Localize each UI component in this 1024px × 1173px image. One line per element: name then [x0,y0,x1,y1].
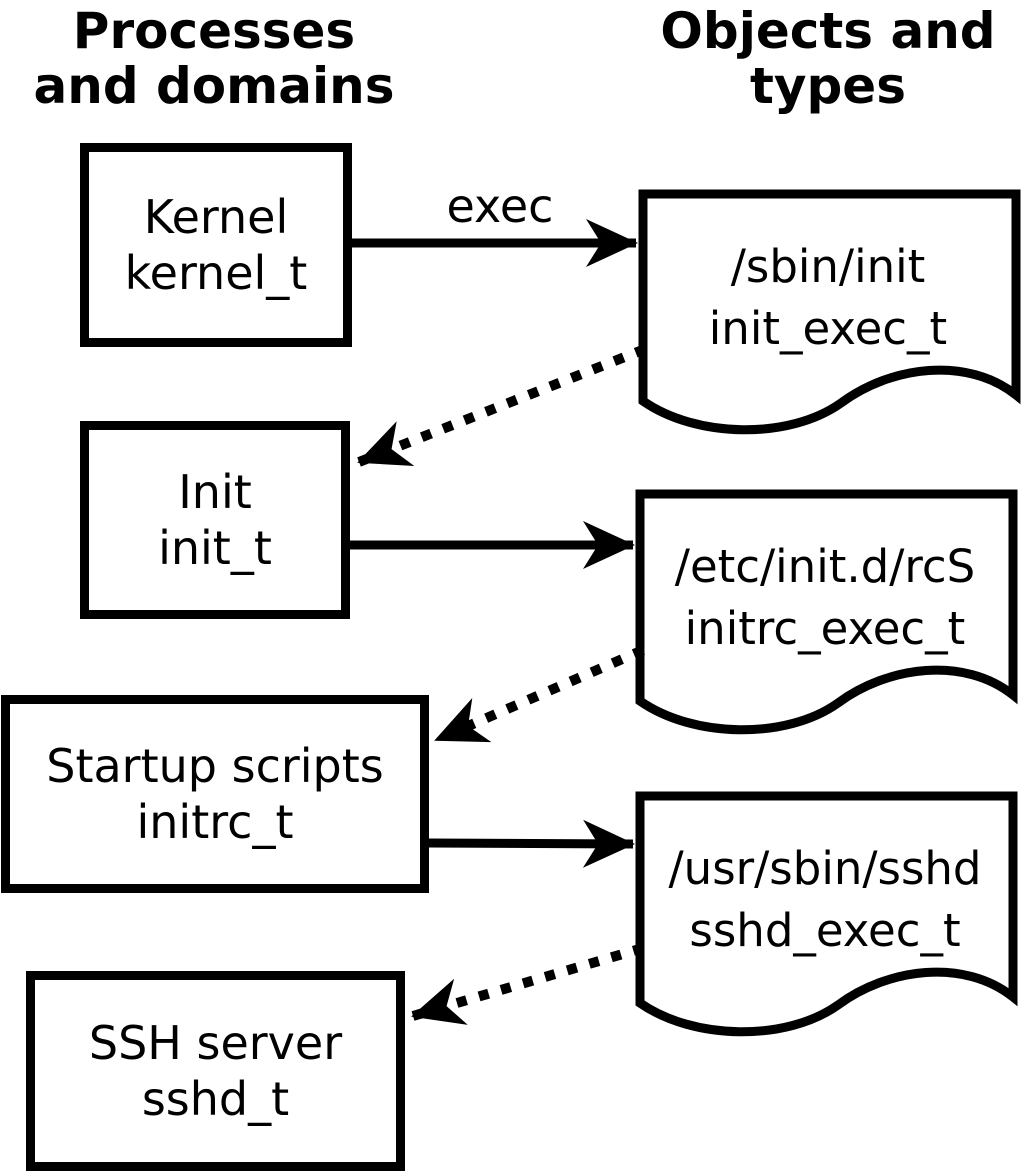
process-name: SSH server [88,1016,343,1070]
object-file-type: init_exec_t [708,301,948,355]
process-domain-type: init_t [158,521,272,575]
column-header-objects-and-types: Objects and types [638,4,1018,114]
exec-arrow-startup-scripts-to-usr-sbin-sshd [427,819,635,868]
process-domain-type: initrc_t [136,795,294,849]
column-header-processes-and-domains: Processes and domains [24,4,404,114]
process-name: Kernel [143,190,289,244]
process-domain-type: sshd_t [141,1072,290,1126]
transition-arrow-sbin-init-to-init-domain [357,344,647,467]
column-header-line: Objects and [660,2,996,60]
object-path: /etc/init.d/rcS [674,539,976,593]
process-box-startup-scripts: Startup scripts initrc_t [1,695,429,893]
object-file-type: initrc_exec_t [684,601,966,655]
object-file-type: sshd_exec_t [689,903,961,957]
object-label-etc-initd-rcs: /etc/init.d/rcS initrc_exec_t [640,495,1010,700]
exec-edge-label: exec [446,179,554,233]
column-header-line: Processes [72,2,356,60]
process-name: Startup scripts [46,739,384,793]
process-box-kernel: Kernel kernel_t [80,143,352,347]
document-shape-usr-sbin-sshd [635,791,1018,1037]
document-shape-sbin-init [638,189,1021,435]
column-header-line: types [750,57,906,115]
object-label-sbin-init: /sbin/init init_exec_t [643,195,1013,400]
transition-arrow-etc-initd-rcs-to-initrc-domain [434,645,645,745]
process-box-ssh-server: SSH server sshd_t [26,971,405,1171]
column-header-line: and domains [33,57,395,115]
document-shape-etc-initd-rcs [635,489,1018,735]
object-path: /sbin/init [730,239,926,293]
transition-arrow-usr-sbin-sshd-to-sshd-domain [411,943,645,1025]
process-domain-type: kernel_t [124,246,308,300]
object-path: /usr/sbin/sshd [668,841,982,895]
object-label-usr-sbin-sshd: /usr/sbin/sshd sshd_exec_t [640,797,1010,1002]
process-name: Init [178,465,252,519]
process-box-init: Init init_t [80,421,350,619]
